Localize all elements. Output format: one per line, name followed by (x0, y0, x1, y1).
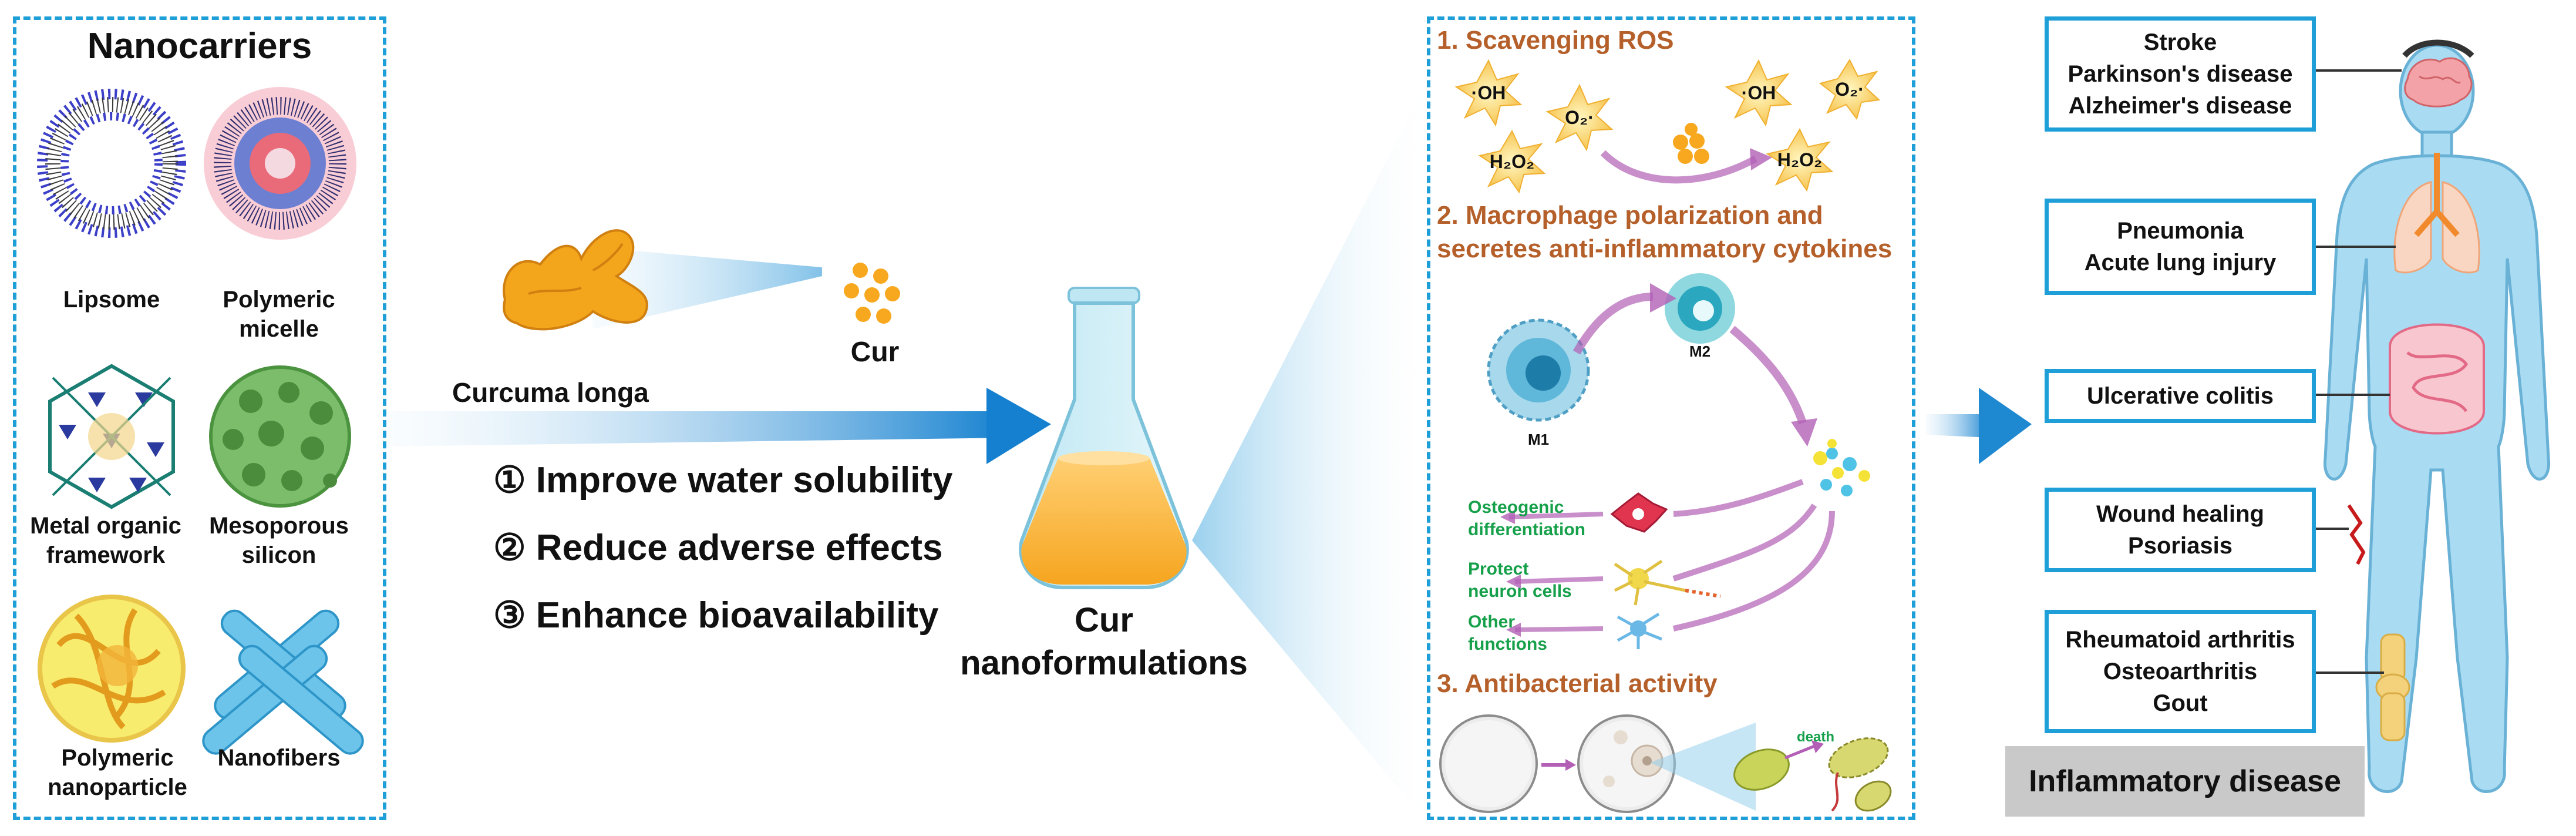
nanocarriers-title: Nanocarriers (87, 26, 312, 66)
nanocarriers-panel (13, 16, 386, 820)
disease-arrow (1926, 388, 2032, 464)
disease-box-lung: Pneumonia Acute lung injury (2045, 199, 2316, 295)
cytokine-dots-icon (1813, 439, 1870, 496)
disease-box-colitis: Ulcerative colitis (2045, 369, 2316, 423)
brain-icon (2402, 39, 2474, 108)
inflammatory-disease-footer: Inflammatory disease (2005, 746, 2365, 817)
liposome-icon (37, 89, 186, 238)
ros-label-o2-1: O₂· (1565, 107, 1594, 128)
macrophage-title: 2. Macrophage polarization and secretes … (1437, 201, 1893, 264)
knee-icon (2375, 633, 2410, 741)
m1-label: M1 (1527, 431, 1550, 448)
intestine-icon (2389, 323, 2485, 435)
ros-label-h2o2-2: H₂O₂ (1777, 149, 1823, 170)
ros-label-oh-2: ·OH (1741, 82, 1776, 103)
effect-osteogenic: Osteogenic differentiation (1468, 498, 1585, 539)
cur-label: Cur (850, 337, 900, 368)
wound-icon (2347, 504, 2366, 565)
curcuma-root-icon (503, 229, 648, 331)
inflammatory-disease-label: Inflammatory disease (2029, 764, 2341, 798)
benefit-water-solubility: ① Improve water solubility (493, 460, 953, 501)
mechanisms-panel (1427, 16, 1915, 820)
nanocarrier-label-mof: Metal organic framework (30, 513, 181, 568)
other-cell-icon (1617, 612, 1662, 649)
effect-neuron: Protect neuron cells (1468, 559, 1572, 601)
curcuma-label: Curcuma longa (452, 377, 649, 408)
petri-dish-icon (1439, 714, 1538, 813)
nanocarrier-label-micelle: Polymeric micelle (223, 287, 335, 342)
main-arrow (388, 388, 1051, 464)
ros-label-h2o2-1: H₂O₂ (1489, 151, 1535, 172)
benefit-adverse-effects: ② Reduce adverse effects (493, 528, 943, 568)
m2-cell-icon (1665, 273, 1735, 344)
m1-cell-icon (1487, 318, 1590, 422)
nanocarrier-label-liposome: Lipsome (63, 287, 160, 313)
mof-icon (48, 364, 175, 509)
lungs-icon (2393, 153, 2480, 274)
nanocarrier-icons (37, 87, 364, 755)
antibacterial-graphics (1439, 714, 1892, 813)
antibacterial-title: 3. Antibacterial activity (1437, 669, 1718, 698)
nanoformulations-label: Cur nanoformulations (960, 601, 1248, 682)
death-label: death (1797, 729, 1835, 745)
benefit-bioavailability: ③ Enhance bioavailability (493, 595, 939, 636)
osteoblast-icon (1610, 492, 1668, 533)
ros-label-o2-2: O₂· (1835, 79, 1864, 100)
mechanism-fan (1192, 82, 1427, 822)
disease-box-joint: Rheumatoid arthritis Osteoarthritis Gout (2045, 610, 2316, 733)
bacteria-icon (1733, 737, 1892, 812)
human-body-icon (2323, 39, 2551, 793)
nanocarrier-label-nanoparticle: Polymeric nanoparticle (48, 745, 187, 800)
macrophage-graphics (1487, 273, 1870, 649)
nanocarrier-label-mesoporous: Mesoporous silicon (209, 513, 349, 568)
ros-graphics (1454, 58, 1881, 194)
scavenging-ros-title: 1. Scavenging ROS (1437, 26, 1674, 55)
polymeric-micelle-icon (204, 87, 356, 240)
cur-dots-icon (844, 263, 900, 324)
nanofibers-icon (202, 609, 364, 755)
effect-other: Other functions (1468, 612, 1547, 654)
flask-icon (1019, 287, 1189, 589)
nanocarrier-label-nanofibers: Nanofibers (217, 745, 341, 771)
disease-box-skin: Wound healing Psoriasis (2045, 488, 2316, 572)
disease-box-neuro: Stroke Parkinson's disease Alzheimer's d… (2045, 16, 2316, 132)
ros-label-oh-1: ·OH (1471, 82, 1506, 103)
disease-connectors (2314, 69, 2402, 674)
m2-label: M2 (1689, 343, 1711, 360)
polymeric-nanoparticle-icon (38, 595, 186, 743)
neuron-icon (1614, 559, 1721, 606)
mesoporous-silicon-icon (209, 365, 351, 508)
